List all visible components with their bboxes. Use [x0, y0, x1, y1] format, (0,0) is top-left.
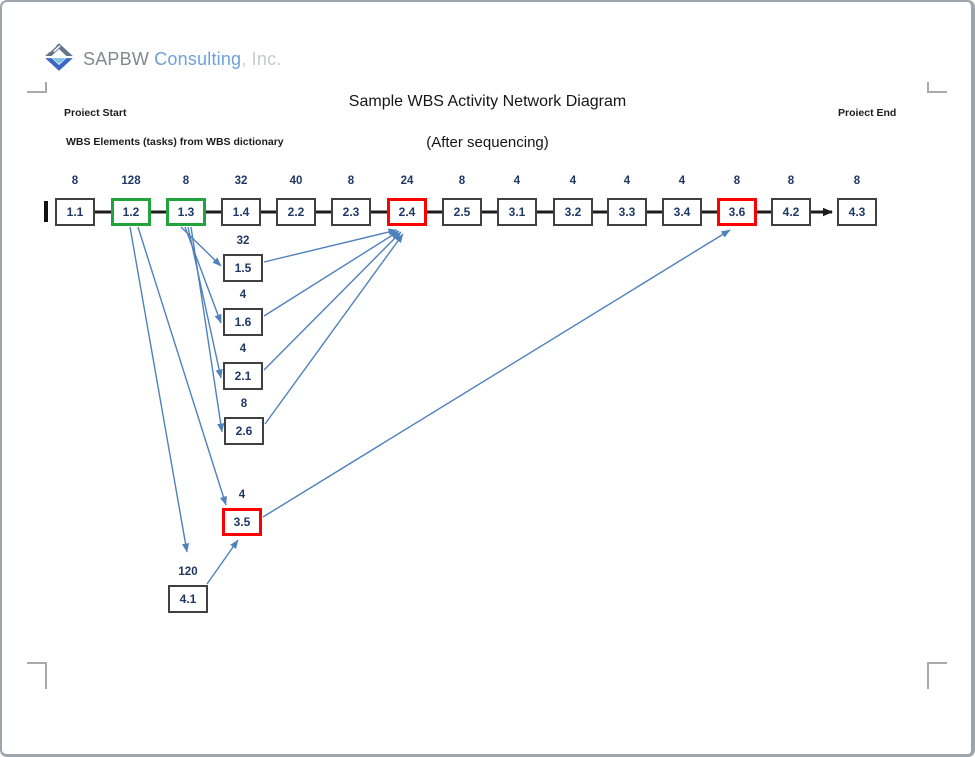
dependency-arrow-4.1-to-3.5	[206, 539, 239, 585]
wbs-node-1.1: 1.1	[55, 198, 95, 226]
wbs-node-2.2: 2.2	[276, 198, 316, 226]
dependency-arrow-2.6-to-2.4	[264, 233, 404, 425]
wbs-node-2.5: 2.5	[442, 198, 482, 226]
duration-label-1.1: 8	[71, 175, 79, 187]
wbs-node-4.2: 4.2	[771, 198, 811, 226]
duration-label-4.2: 8	[787, 175, 795, 187]
duration-label-3.6: 8	[733, 175, 741, 187]
wbs-node-1.5: 1.5	[223, 254, 263, 282]
dependency-arrow-1.3-to-2.1	[187, 226, 223, 379]
duration-label-3.4: 4	[678, 175, 686, 187]
duration-label-2.1: 4	[239, 343, 247, 355]
dependency-arrows	[129, 226, 731, 585]
duration-label-1.3: 8	[182, 175, 190, 187]
brand-highlight: Consulting	[154, 49, 242, 69]
duration-label-2.4: 24	[400, 175, 414, 187]
dependency-arrow-1.6-to-2.4	[263, 230, 400, 317]
wbs-node-1.4: 1.4	[221, 198, 261, 226]
duration-label-3.1: 4	[513, 175, 521, 187]
boundary-mark-top-right	[927, 82, 947, 93]
brand-main: SAPBW	[83, 49, 150, 69]
duration-label-4.3: 8	[853, 175, 861, 187]
duration-label-1.2: 128	[121, 175, 141, 187]
wbs-node-3.1: 3.1	[497, 198, 537, 226]
duration-label-1.5: 32	[236, 235, 250, 247]
wbs-node-2.3: 2.3	[331, 198, 371, 226]
hexagon-logo-icon	[42, 42, 76, 77]
duration-label-3.3: 4	[623, 175, 631, 187]
dependency-arrow-1.5-to-2.4	[263, 228, 398, 263]
duration-label-3.5: 4	[238, 489, 246, 501]
wbs-node-4.3: 4.3	[837, 198, 877, 226]
duration-label-1.6: 4	[239, 289, 247, 301]
dependency-arrow-2.1-to-2.4	[263, 231, 402, 371]
duration-label-2.2: 40	[289, 175, 303, 187]
boundary-mark-top-left	[27, 82, 47, 93]
wbs-node-3.5: 3.5	[222, 508, 262, 536]
project-end-label: Proiect End	[838, 107, 897, 119]
wbs-node-3.3: 3.3	[607, 198, 647, 226]
brand-suffix: , Inc.	[241, 49, 282, 69]
boundary-mark-bottom-right	[927, 662, 947, 689]
project-start-label: Proiect Start	[64, 107, 127, 119]
company-name: SAPBW Consulting, Inc.	[83, 49, 282, 70]
wbs-node-1.6: 1.6	[223, 308, 263, 336]
duration-label-1.4: 32	[234, 175, 248, 187]
page-subtitle: (After sequencing)	[426, 134, 549, 151]
wbs-node-1.2: 1.2	[111, 198, 151, 226]
project-start-marker	[44, 201, 48, 222]
wbs-node-3.4: 3.4	[662, 198, 702, 226]
wbs-node-2.6: 2.6	[224, 417, 264, 445]
wbs-node-2.4: 2.4	[387, 198, 427, 226]
wbs-node-3.6: 3.6	[717, 198, 757, 226]
duration-label-3.2: 4	[569, 175, 577, 187]
wbs-node-3.2: 3.2	[553, 198, 593, 226]
wbs-node-4.1: 4.1	[168, 585, 208, 613]
duration-label-2.5: 8	[458, 175, 466, 187]
dependency-arrow-1.3-to-2.6	[190, 226, 225, 433]
company-logo: SAPBW Consulting, Inc.	[42, 42, 282, 77]
duration-label-2.3: 8	[347, 175, 355, 187]
page-title: Sample WBS Activity Network Diagram	[348, 93, 627, 110]
duration-label-4.1: 120	[178, 566, 198, 578]
wbs-node-2.1: 2.1	[223, 362, 263, 390]
wbs-node-1.3: 1.3	[166, 198, 206, 226]
wbs-dictionary-note: WBS Elements (tasks) from WBS dictionary	[66, 136, 284, 148]
dependency-arrow-1.2-to-4.1	[129, 226, 190, 553]
dependency-arrow-3.5-to-3.6	[262, 229, 731, 518]
dependency-arrow-1.2-to-3.5	[137, 226, 227, 506]
duration-label-2.6: 8	[240, 398, 248, 410]
boundary-mark-bottom-left	[27, 662, 47, 689]
